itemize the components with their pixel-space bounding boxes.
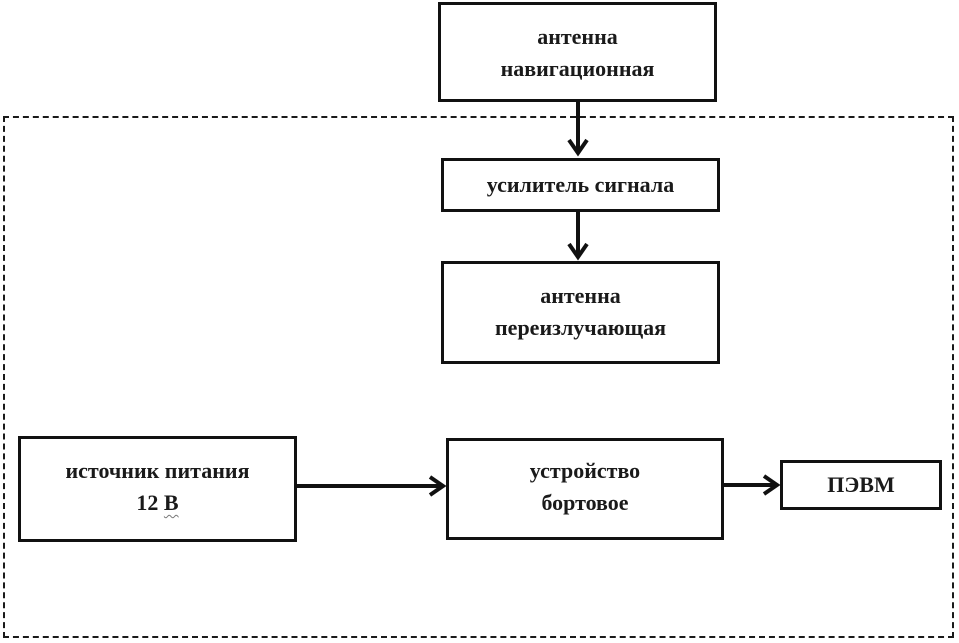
power-source-voltage: 12 В — [21, 487, 294, 519]
signal-amplifier-label: усилитель сигнала — [486, 172, 675, 197]
signal-amplifier-block: усилитель сигнала — [441, 158, 720, 212]
onboard-device-label-2: бортовое — [541, 490, 629, 515]
reradiating-antenna-label-2: переизлучающая — [495, 315, 666, 340]
onboard-device-block: устройство бортовое — [446, 438, 724, 540]
navigation-antenna-label-2: навигационная — [500, 56, 655, 81]
reradiating-antenna-label-1: антенна — [540, 283, 621, 308]
power-source-voltage-unit: В — [163, 490, 179, 515]
power-source-label-1: источник питания — [65, 458, 250, 483]
navigation-antenna-block: антенна навигационная — [438, 2, 717, 102]
navigation-antenna-label-1: антенна — [537, 24, 618, 49]
reradiating-antenna-block: антенна переизлучающая — [441, 261, 720, 364]
dashed-enclosure — [3, 116, 954, 638]
pc-label: ПЭВМ — [827, 472, 895, 497]
pc-block: ПЭВМ — [780, 460, 942, 510]
power-source-block: источник питания 12 В — [18, 436, 297, 542]
power-source-voltage-value: 12 — [136, 490, 159, 515]
onboard-device-label-1: устройство — [529, 458, 641, 483]
